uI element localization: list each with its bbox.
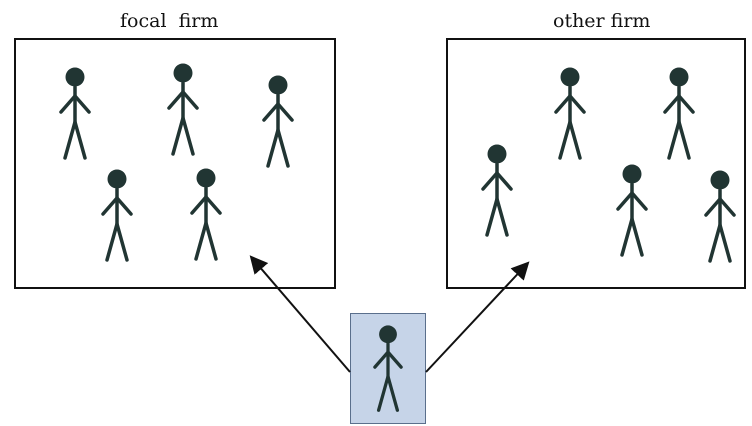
other-firm-label: other firm bbox=[553, 10, 651, 32]
focal-firm-person-icon bbox=[101, 169, 133, 262]
other-firm-person-icon bbox=[616, 164, 648, 257]
other-firm-person-icon bbox=[481, 144, 513, 237]
focal-firm-person-icon bbox=[190, 168, 222, 261]
other-firm-person-icon bbox=[554, 67, 586, 160]
other-firm-person-icon bbox=[704, 170, 736, 263]
focal-firm-person-icon bbox=[59, 67, 91, 160]
focal-firm-label: focal firm bbox=[120, 10, 219, 32]
focal-firm-person-icon bbox=[167, 63, 199, 156]
other-firm-person-icon bbox=[663, 67, 695, 160]
focal-firm-person-icon bbox=[262, 75, 294, 168]
applicant-person-icon bbox=[373, 325, 403, 412]
